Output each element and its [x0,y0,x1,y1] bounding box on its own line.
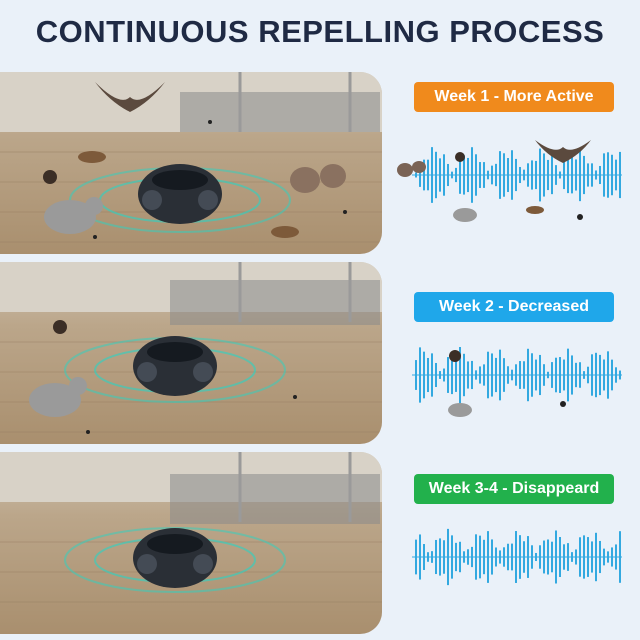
floor-scene-2 [0,262,382,434]
floor-scene-3 [0,452,382,603]
mouse-icon [29,377,87,417]
page-title: CONTINUOUS REPELLING PROCESS [35,14,605,49]
sound-wave-week-3-4 [412,528,622,586]
scene-week-2 [0,262,382,444]
sound-wave-week-1 [412,147,622,203]
repeller-device-icon [138,164,222,224]
ant-icon [577,214,583,220]
critters-week-2 [448,350,566,417]
ant-icon [560,401,566,407]
spider-icon [455,152,465,162]
stage-label: Week 3-4 - Disappeard [428,480,600,497]
scene-week-1 [0,72,382,254]
ant-icon [93,120,347,239]
ant-icon [86,395,297,434]
cockroach-icon [526,206,544,214]
bat-icon [535,140,591,163]
sound-wave-week-2 [412,347,622,403]
spider-icon [449,350,461,362]
spider-icon [53,320,67,334]
stage-badge-week-3-4: Week 3-4 - Disappeard [414,474,614,504]
bat-icon [95,82,165,112]
critters-week-1 [397,140,591,222]
floor-scene-1 [0,72,382,243]
repeller-device-icon [133,336,217,396]
mouse-icon [44,197,103,234]
repeller-device-icon [133,528,217,588]
stage-badge-week-2: Week 2 - Decreased [414,292,614,322]
spider-icon [43,170,57,184]
mouse-icon [453,208,477,222]
stage-badge-week-1: Week 1 - More Active [414,82,614,112]
stage-label: Week 2 - Decreased [438,298,589,315]
mouse-icon [290,164,346,193]
cockroach-icon [78,151,299,238]
mouse-icon [448,403,472,417]
mouse-icon [397,161,426,177]
scene-week-3-4 [0,452,382,634]
stage-label: Week 1 - More Active [434,88,594,105]
